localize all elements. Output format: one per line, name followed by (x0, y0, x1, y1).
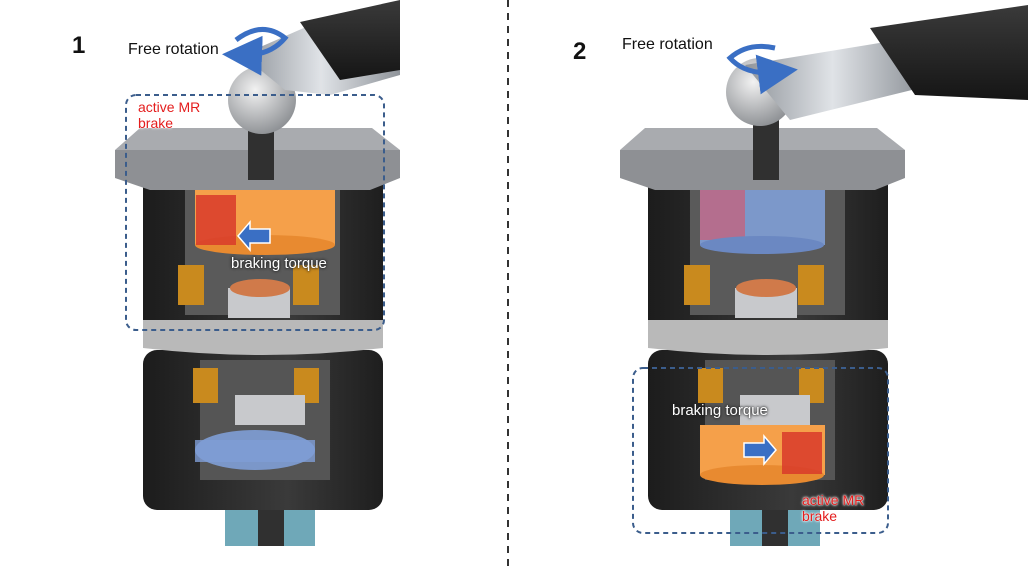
active-region-box (125, 94, 385, 331)
arm-tube (300, 0, 400, 80)
upper-magnet-right (293, 265, 319, 305)
stem (753, 120, 779, 180)
panel-1 (115, 0, 400, 546)
upper-rotor-pink (700, 185, 745, 240)
upper-bearing-top (230, 279, 290, 297)
panel-number: 2 (573, 38, 587, 65)
rotation-label: Free rotation (622, 36, 713, 53)
torque-label: braking torque (672, 402, 768, 419)
lower-disc-body (195, 440, 315, 462)
lower-bearing (235, 395, 305, 425)
lower-rotor-red (782, 432, 822, 474)
upper-bearing-top (736, 279, 796, 297)
lower-bearing (740, 395, 810, 425)
active-region-box (632, 367, 889, 534)
lower-magnet-left (193, 368, 218, 403)
active-brake-label: active MR brake (802, 492, 865, 524)
torque-arrow-icon (743, 433, 777, 467)
lower-magnet-left (698, 368, 723, 403)
rotation-arrow-icon (222, 27, 289, 76)
upper-magnet-right (798, 265, 824, 305)
panel-number: 1 (72, 32, 86, 59)
arm-tube (870, 5, 1028, 100)
rotation-arrow-icon (726, 43, 798, 95)
upper-magnet-left (178, 265, 204, 305)
upper-disc-bottom (700, 236, 824, 254)
rotation-label: Free rotation (128, 41, 219, 58)
torque-label: braking torque (231, 255, 327, 272)
panel-2 (620, 5, 1028, 546)
upper-rotor-red (196, 195, 236, 245)
active-brake-label: active MR brake (138, 99, 201, 131)
torque-arrow-icon (237, 219, 271, 253)
upper-magnet-left (684, 265, 710, 305)
coupling-ring (648, 312, 888, 355)
coupling-ring (143, 312, 383, 355)
